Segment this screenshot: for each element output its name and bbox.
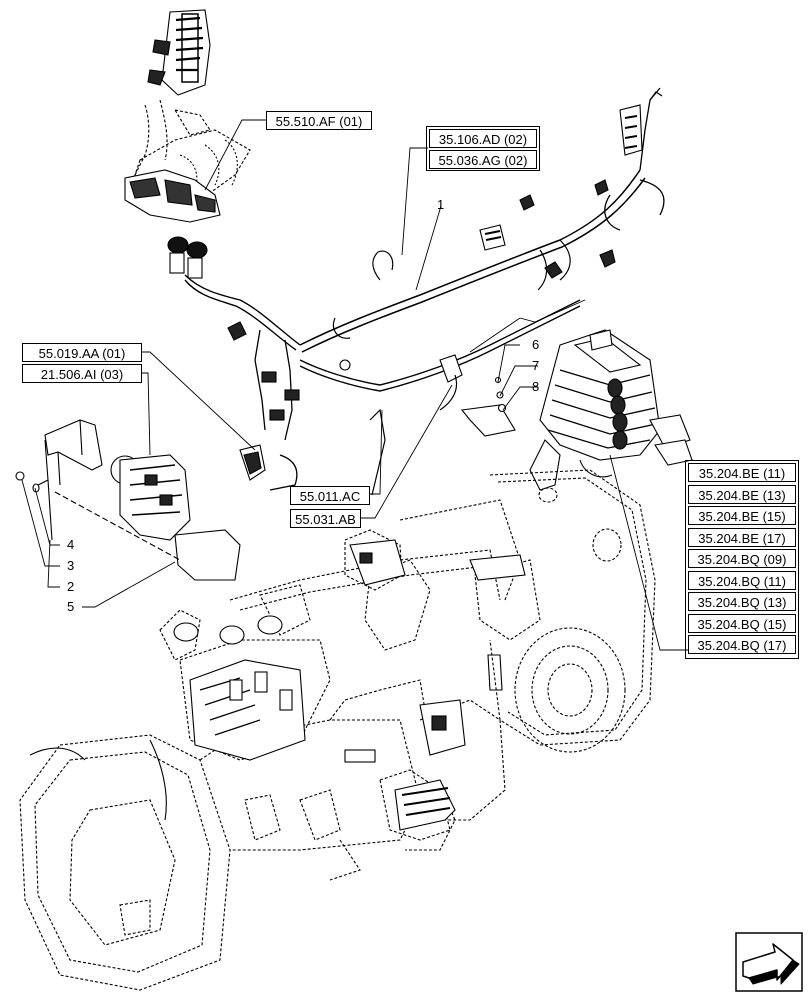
ref-group-right bbox=[685, 460, 799, 659]
transmission-housing bbox=[19, 469, 656, 991]
callout-7: 7 bbox=[532, 358, 540, 373]
callout-8: 8 bbox=[532, 379, 540, 394]
ref-mid-1[interactable]: 55.011.AC bbox=[290, 486, 370, 505]
callout-4: 4 bbox=[67, 537, 75, 552]
ref-right-item[interactable]: 35.204.BE (11) bbox=[688, 463, 796, 482]
ref-top-1[interactable]: 35.106.AD (02) bbox=[429, 129, 537, 148]
callout-2: 2 bbox=[67, 579, 75, 594]
callout-3: 3 bbox=[67, 558, 75, 573]
left-valve-group bbox=[15, 419, 241, 581]
cab-harness-part bbox=[124, 9, 251, 223]
housing-components bbox=[29, 539, 526, 831]
ref-top-2[interactable]: 55.036.AG (02) bbox=[429, 150, 537, 169]
ref-right-item[interactable]: 35.204.BE (13) bbox=[688, 484, 796, 504]
ref-right-item[interactable]: 35.204.BQ (09) bbox=[688, 549, 796, 568]
ref-right-item[interactable]: 35.204.BE (15) bbox=[688, 506, 796, 525]
ref-left-1[interactable]: 55.019.AA (01) bbox=[22, 343, 142, 362]
ref-harness-cab[interactable]: 55.510.AF (01) bbox=[266, 111, 372, 130]
ref-right-item[interactable]: 35.204.BE (17) bbox=[688, 527, 796, 547]
right-valve-block bbox=[529, 329, 693, 491]
next-page-arrow-icon bbox=[735, 932, 803, 992]
callout-5: 5 bbox=[67, 599, 75, 614]
ref-right-item[interactable]: 35.204.BQ (13) bbox=[688, 592, 796, 611]
ref-group-top bbox=[426, 126, 540, 171]
next-page-button[interactable] bbox=[735, 932, 803, 992]
ref-right-item[interactable]: 35.204.BQ (17) bbox=[688, 635, 796, 654]
callout-1: 1 bbox=[437, 197, 445, 212]
ref-right-item[interactable]: 35.204.BQ (15) bbox=[688, 613, 796, 633]
ref-left-2[interactable]: 21.506.AI (03) bbox=[22, 364, 142, 383]
bracket-parts bbox=[460, 376, 516, 437]
ref-mid-2[interactable]: 55.031.AB bbox=[290, 509, 361, 528]
ref-right-item[interactable]: 35.204.BQ (11) bbox=[688, 570, 796, 590]
leader-lines bbox=[21, 119, 688, 651]
callout-6: 6 bbox=[532, 337, 540, 352]
